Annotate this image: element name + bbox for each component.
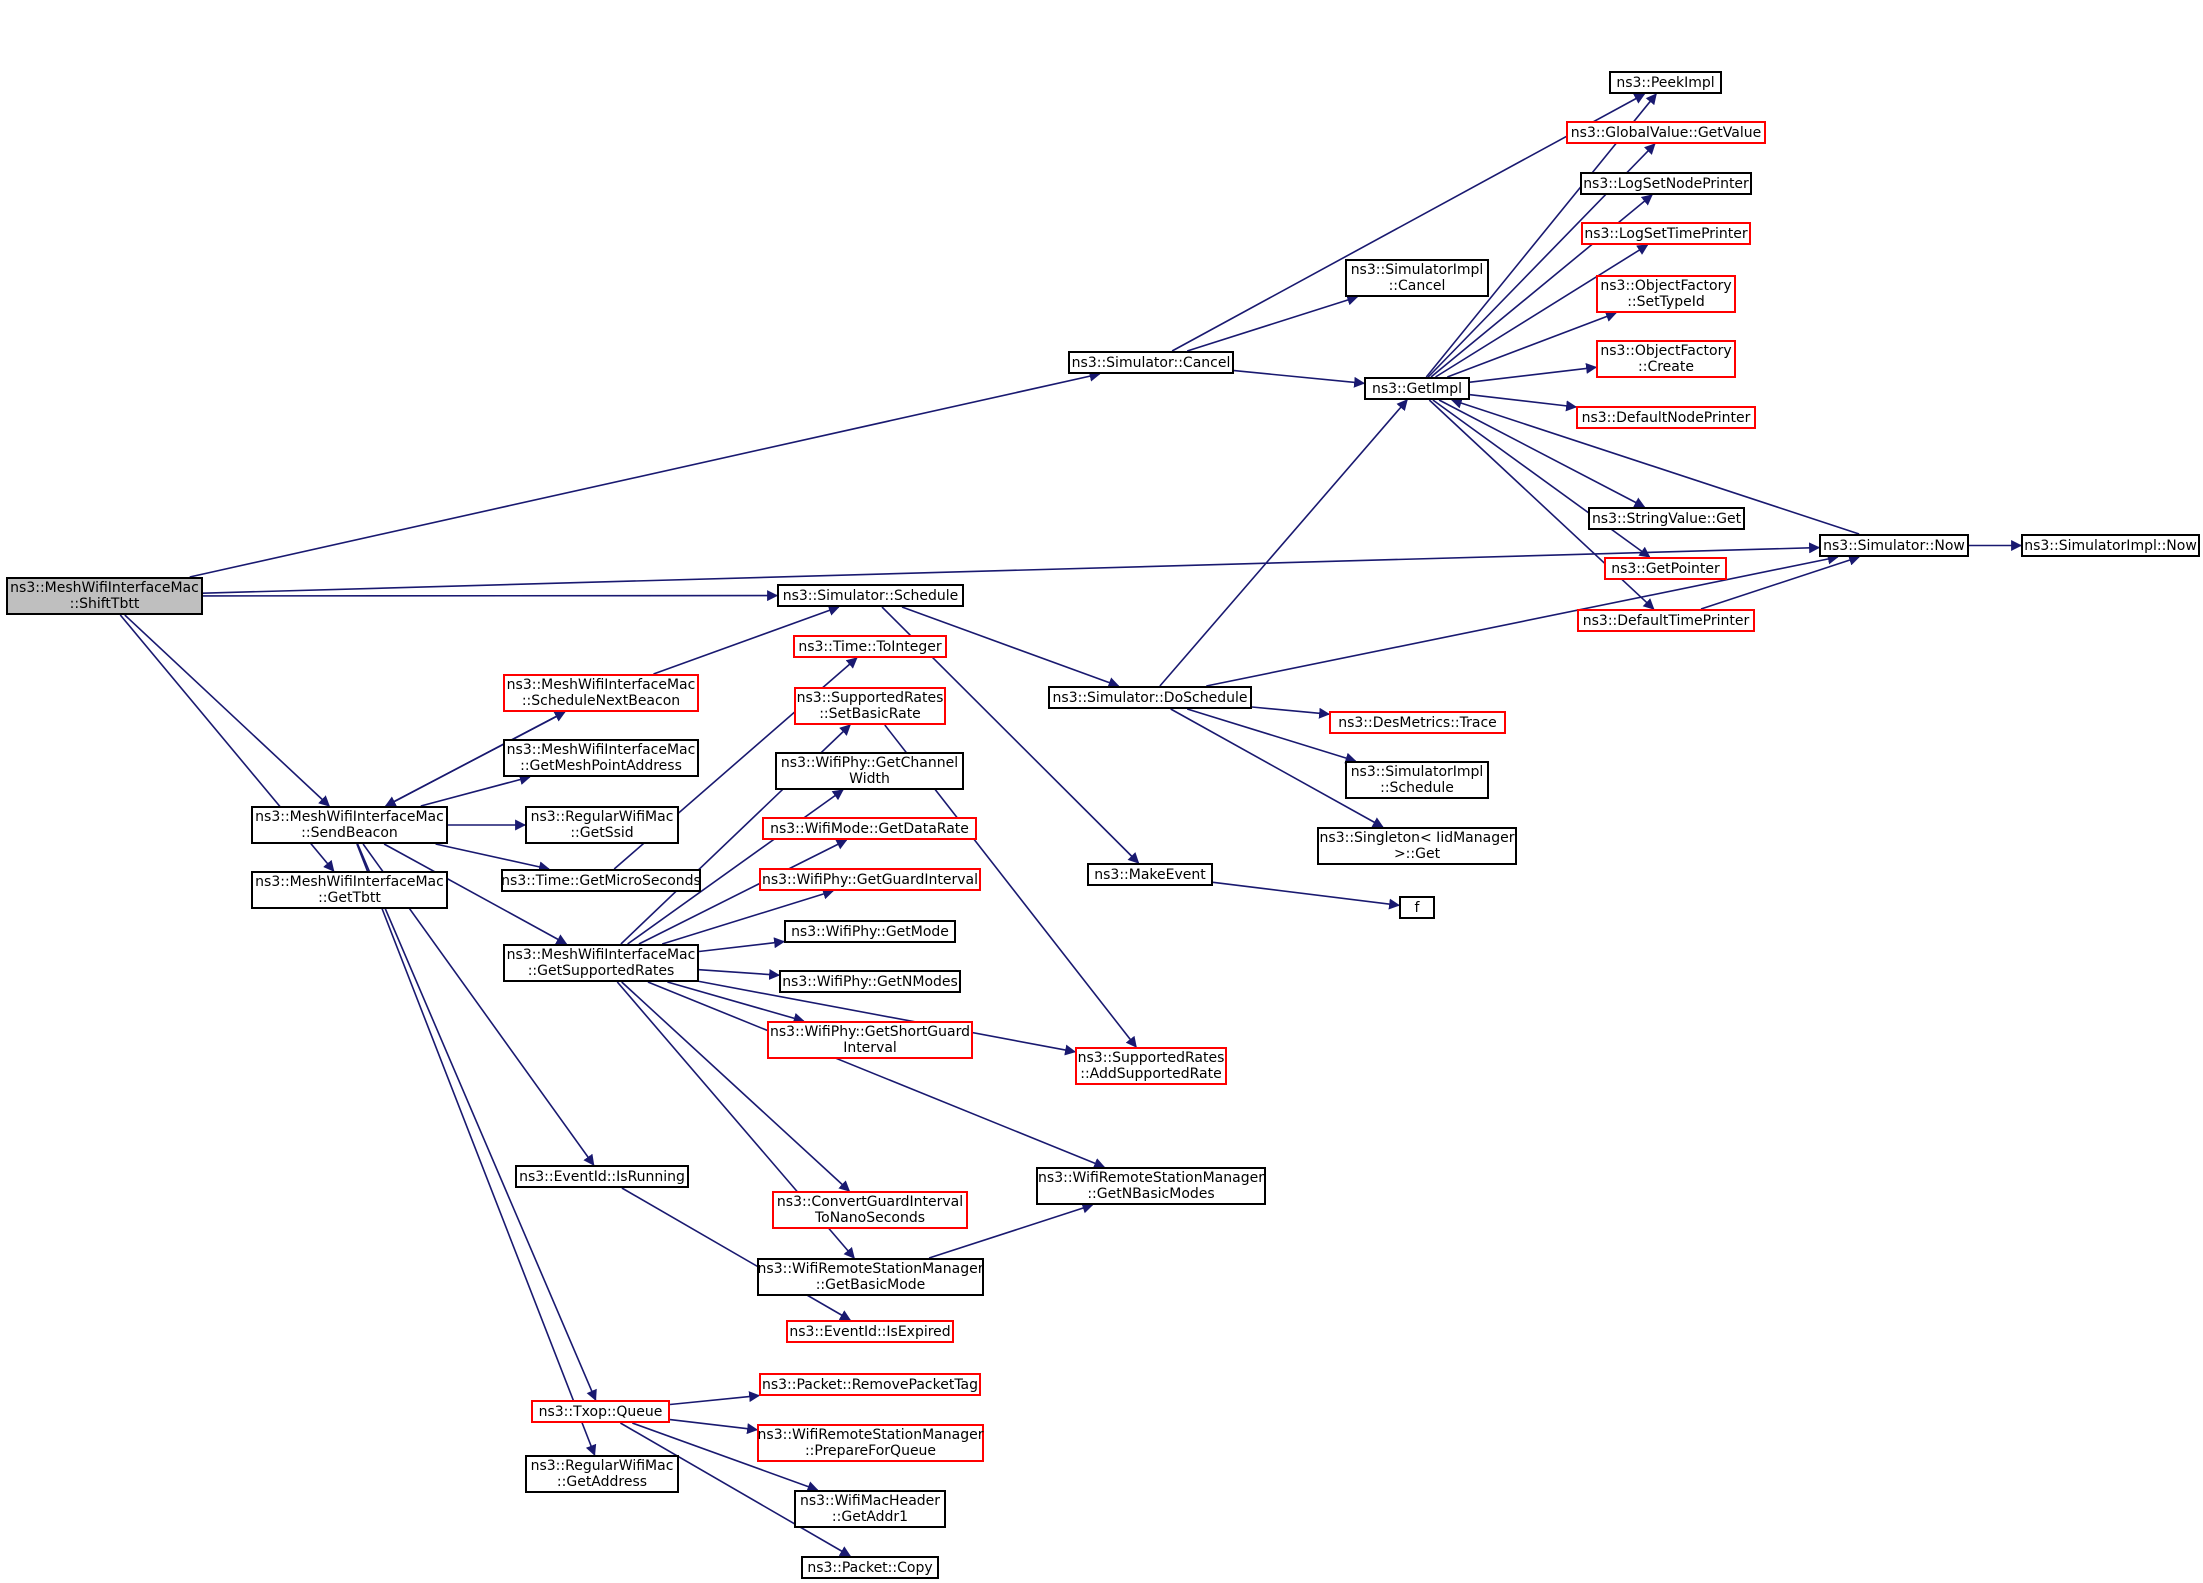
edge-getsupportedrates-to-getnmodes — [698, 968, 781, 981]
node-default-node-printer[interactable]: ns3::DefaultNodePrinter — [1576, 406, 1756, 429]
edge-defaulttimeprinter-to-simnow — [1700, 554, 1861, 610]
node-get-addr1[interactable]: ns3::WifiMacHeader ::GetAddr1 — [794, 1490, 946, 1528]
node-txop-queue[interactable]: ns3::Txop::Queue — [531, 1400, 670, 1423]
edge-doschedule-to-implschedule — [1186, 708, 1357, 764]
node-get-guard-interval[interactable]: ns3::WifiPhy::GetGuardInterval — [759, 868, 981, 891]
edge-sendbeacon-to-getmeshpointaddress — [420, 774, 531, 807]
node-simulator-impl-now[interactable]: ns3::SimulatorImpl::Now — [2021, 534, 2200, 557]
edge-getimpl-to-defaultnodeprinter — [1469, 393, 1578, 412]
node-shift-tbtt: ns3::MeshWifiInterfaceMac ::ShiftTbtt — [6, 577, 203, 615]
node-get-mesh-point-address[interactable]: ns3::MeshWifiInterfaceMac ::GetMeshPoint… — [503, 739, 699, 777]
node-get-micro-seconds[interactable]: ns3::Time::GetMicroSeconds — [501, 869, 701, 892]
node-get-channel-width[interactable]: ns3::WifiPhy::GetChannel Width — [775, 752, 964, 790]
node-des-metrics-trace[interactable]: ns3::DesMetrics::Trace — [1329, 711, 1506, 734]
edge-isrunning-to-isexpired — [621, 1187, 852, 1321]
edge-shifttbtt-to-simcancel — [189, 370, 1101, 578]
node-get-basic-mode[interactable]: ns3::WifiRemoteStationManager ::GetBasic… — [757, 1258, 984, 1296]
edge-getsupportedrates-to-getguardinterval — [661, 888, 835, 945]
node-simulator-schedule[interactable]: ns3::Simulator::Schedule — [777, 584, 964, 607]
node-is-running[interactable]: ns3::EventId::IsRunning — [515, 1165, 689, 1188]
edge-doschedule-to-getimpl — [1159, 399, 1408, 687]
edge-simnow-to-getimpl — [1450, 397, 1860, 535]
node-make-event[interactable]: ns3::MakeEvent — [1087, 863, 1213, 886]
edge-getimpl-to-getpointer — [1432, 399, 1651, 558]
node-time-to-integer[interactable]: ns3::Time::ToInteger — [793, 635, 947, 658]
edge-getbasicmode-to-getnbasicmodes — [928, 1202, 1094, 1259]
node-send-beacon[interactable]: ns3::MeshWifiInterfaceMac ::SendBeacon — [251, 806, 448, 844]
edge-getsupportedrates-to-getshortguard — [667, 981, 805, 1024]
edge-getsupportedrates-to-getmode — [698, 937, 786, 953]
edge-txopqueue-to-packetcopy — [619, 1422, 852, 1557]
node-get-mode[interactable]: ns3::WifiPhy::GetMode — [784, 920, 956, 943]
node-get-n-modes[interactable]: ns3::WifiPhy::GetNModes — [779, 970, 961, 993]
edge-getimpl-to-ofcreate — [1469, 363, 1598, 383]
node-log-set-time-printer[interactable]: ns3::LogSetTimePrinter — [1581, 222, 1751, 245]
node-simulator-do-schedule[interactable]: ns3::Simulator::DoSchedule — [1048, 686, 1252, 709]
node-f[interactable]: f — [1399, 896, 1435, 919]
node-log-set-node-printer[interactable]: ns3::LogSetNodePrinter — [1580, 172, 1752, 195]
node-global-value-get-value[interactable]: ns3::GlobalValue::GetValue — [1566, 121, 1766, 144]
edge-getsupportedrates-to-addsupportedrate — [698, 980, 1077, 1056]
edge-sendbeacon-to-getaddress — [356, 843, 597, 1457]
node-packet-copy[interactable]: ns3::Packet::Copy — [801, 1556, 939, 1579]
node-peek-impl[interactable]: ns3::PeekImpl — [1609, 71, 1722, 94]
node-get-address[interactable]: ns3::RegularWifiMac ::GetAddress — [525, 1455, 679, 1493]
edge-schedulenextbeacon-to-schedule — [653, 605, 840, 675]
node-simulator-cancel[interactable]: ns3::Simulator::Cancel — [1068, 351, 1234, 374]
node-object-factory-create[interactable]: ns3::ObjectFactory ::Create — [1596, 340, 1736, 378]
node-simulator-impl-cancel[interactable]: ns3::SimulatorImpl ::Cancel — [1345, 259, 1489, 297]
node-string-value-get[interactable]: ns3::StringValue::Get — [1588, 507, 1745, 530]
edge-schedule-to-doschedule — [901, 606, 1120, 688]
edge-getimpl-to-logtimeprinter — [1435, 244, 1649, 378]
node-simulator-now[interactable]: ns3::Simulator::Now — [1819, 534, 1969, 557]
node-add-supported-rate[interactable]: ns3::SupportedRates ::AddSupportedRate — [1075, 1047, 1227, 1085]
edge-sendbeacon-to-getmicroseconds — [435, 843, 550, 873]
node-get-pointer[interactable]: ns3::GetPointer — [1604, 557, 1727, 580]
edge-getsupportedrates-to-getdatarate — [638, 839, 848, 945]
edge-txopqueue-to-removepackettag — [669, 1391, 761, 1406]
node-convert-guard-interval[interactable]: ns3::ConvertGuardInterval ToNanoSeconds — [772, 1191, 968, 1229]
edge-simcancel-to-getimpl — [1233, 369, 1366, 388]
edge-shifttbtt-to-simnow — [202, 542, 1821, 594]
node-object-factory-set-type-id[interactable]: ns3::ObjectFactory ::SetTypeId — [1596, 275, 1736, 313]
node-get-impl[interactable]: ns3::GetImpl — [1364, 377, 1470, 400]
node-prepare-for-queue[interactable]: ns3::WifiRemoteStationManager ::PrepareF… — [757, 1424, 984, 1462]
edge-getimpl-to-stringvalueget — [1438, 399, 1646, 508]
edge-simcancel-to-implcancel — [1186, 294, 1359, 352]
edge-simcancel-to-peekimpl — [1171, 93, 1646, 352]
node-simulator-impl-schedule[interactable]: ns3::SimulatorImpl ::Schedule — [1345, 761, 1489, 799]
edge-getsupportedrates-to-convertguard — [621, 981, 851, 1192]
node-singleton-get[interactable]: ns3::Singleton< IidManager >::Get — [1317, 827, 1517, 865]
edge-txopqueue-to-getaddr1 — [632, 1422, 819, 1492]
edge-sendbeacon-to-txopqueue — [356, 843, 597, 1402]
node-get-tbtt[interactable]: ns3::MeshWifiInterfaceMac ::GetTbtt — [251, 871, 448, 909]
edge-txopqueue-to-prepareforqueue — [669, 1418, 759, 1435]
edge-getsupportedrates-to-getchannelwidth — [627, 789, 844, 945]
edge-sendbeacon-to-getsupportedrates — [383, 843, 568, 945]
node-schedule-next-beacon[interactable]: ns3::MeshWifiInterfaceMac ::ScheduleNext… — [503, 674, 699, 712]
node-remove-packet-tag[interactable]: ns3::Packet::RemovePacketTag — [759, 1373, 981, 1396]
node-set-basic-rate[interactable]: ns3::SupportedRates ::SetBasicRate — [794, 687, 946, 725]
edge-doschedule-to-desmetricstrace — [1251, 706, 1331, 719]
edge-schedulenextbeacon-to-sendbeacon — [384, 711, 566, 807]
node-is-expired[interactable]: ns3::EventId::IsExpired — [786, 1320, 954, 1343]
node-default-time-printer[interactable]: ns3::DefaultTimePrinter — [1577, 609, 1755, 632]
edge-getsupportedrates-to-getnbasicmodes — [647, 981, 1106, 1169]
node-get-ssid[interactable]: ns3::RegularWifiMac ::GetSsid — [525, 806, 679, 844]
edge-getimpl-to-ofsettypeid — [1447, 311, 1617, 378]
edge-doschedule-to-singletonget — [1170, 708, 1384, 828]
edge-makeevent-to-f — [1212, 881, 1401, 910]
edge-shifttbtt-to-sendbeacon — [124, 614, 331, 807]
node-get-supported-rates[interactable]: ns3::MeshWifiInterfaceMac ::GetSupported… — [503, 944, 699, 982]
node-get-n-basic-modes[interactable]: ns3::WifiRemoteStationManager ::GetNBasi… — [1036, 1167, 1266, 1205]
node-get-short-guard-interval[interactable]: ns3::WifiPhy::GetShortGuard Interval — [767, 1021, 973, 1059]
node-get-data-rate[interactable]: ns3::WifiMode::GetDataRate — [762, 817, 977, 840]
edge-doschedule-to-simnow — [1206, 553, 1839, 687]
